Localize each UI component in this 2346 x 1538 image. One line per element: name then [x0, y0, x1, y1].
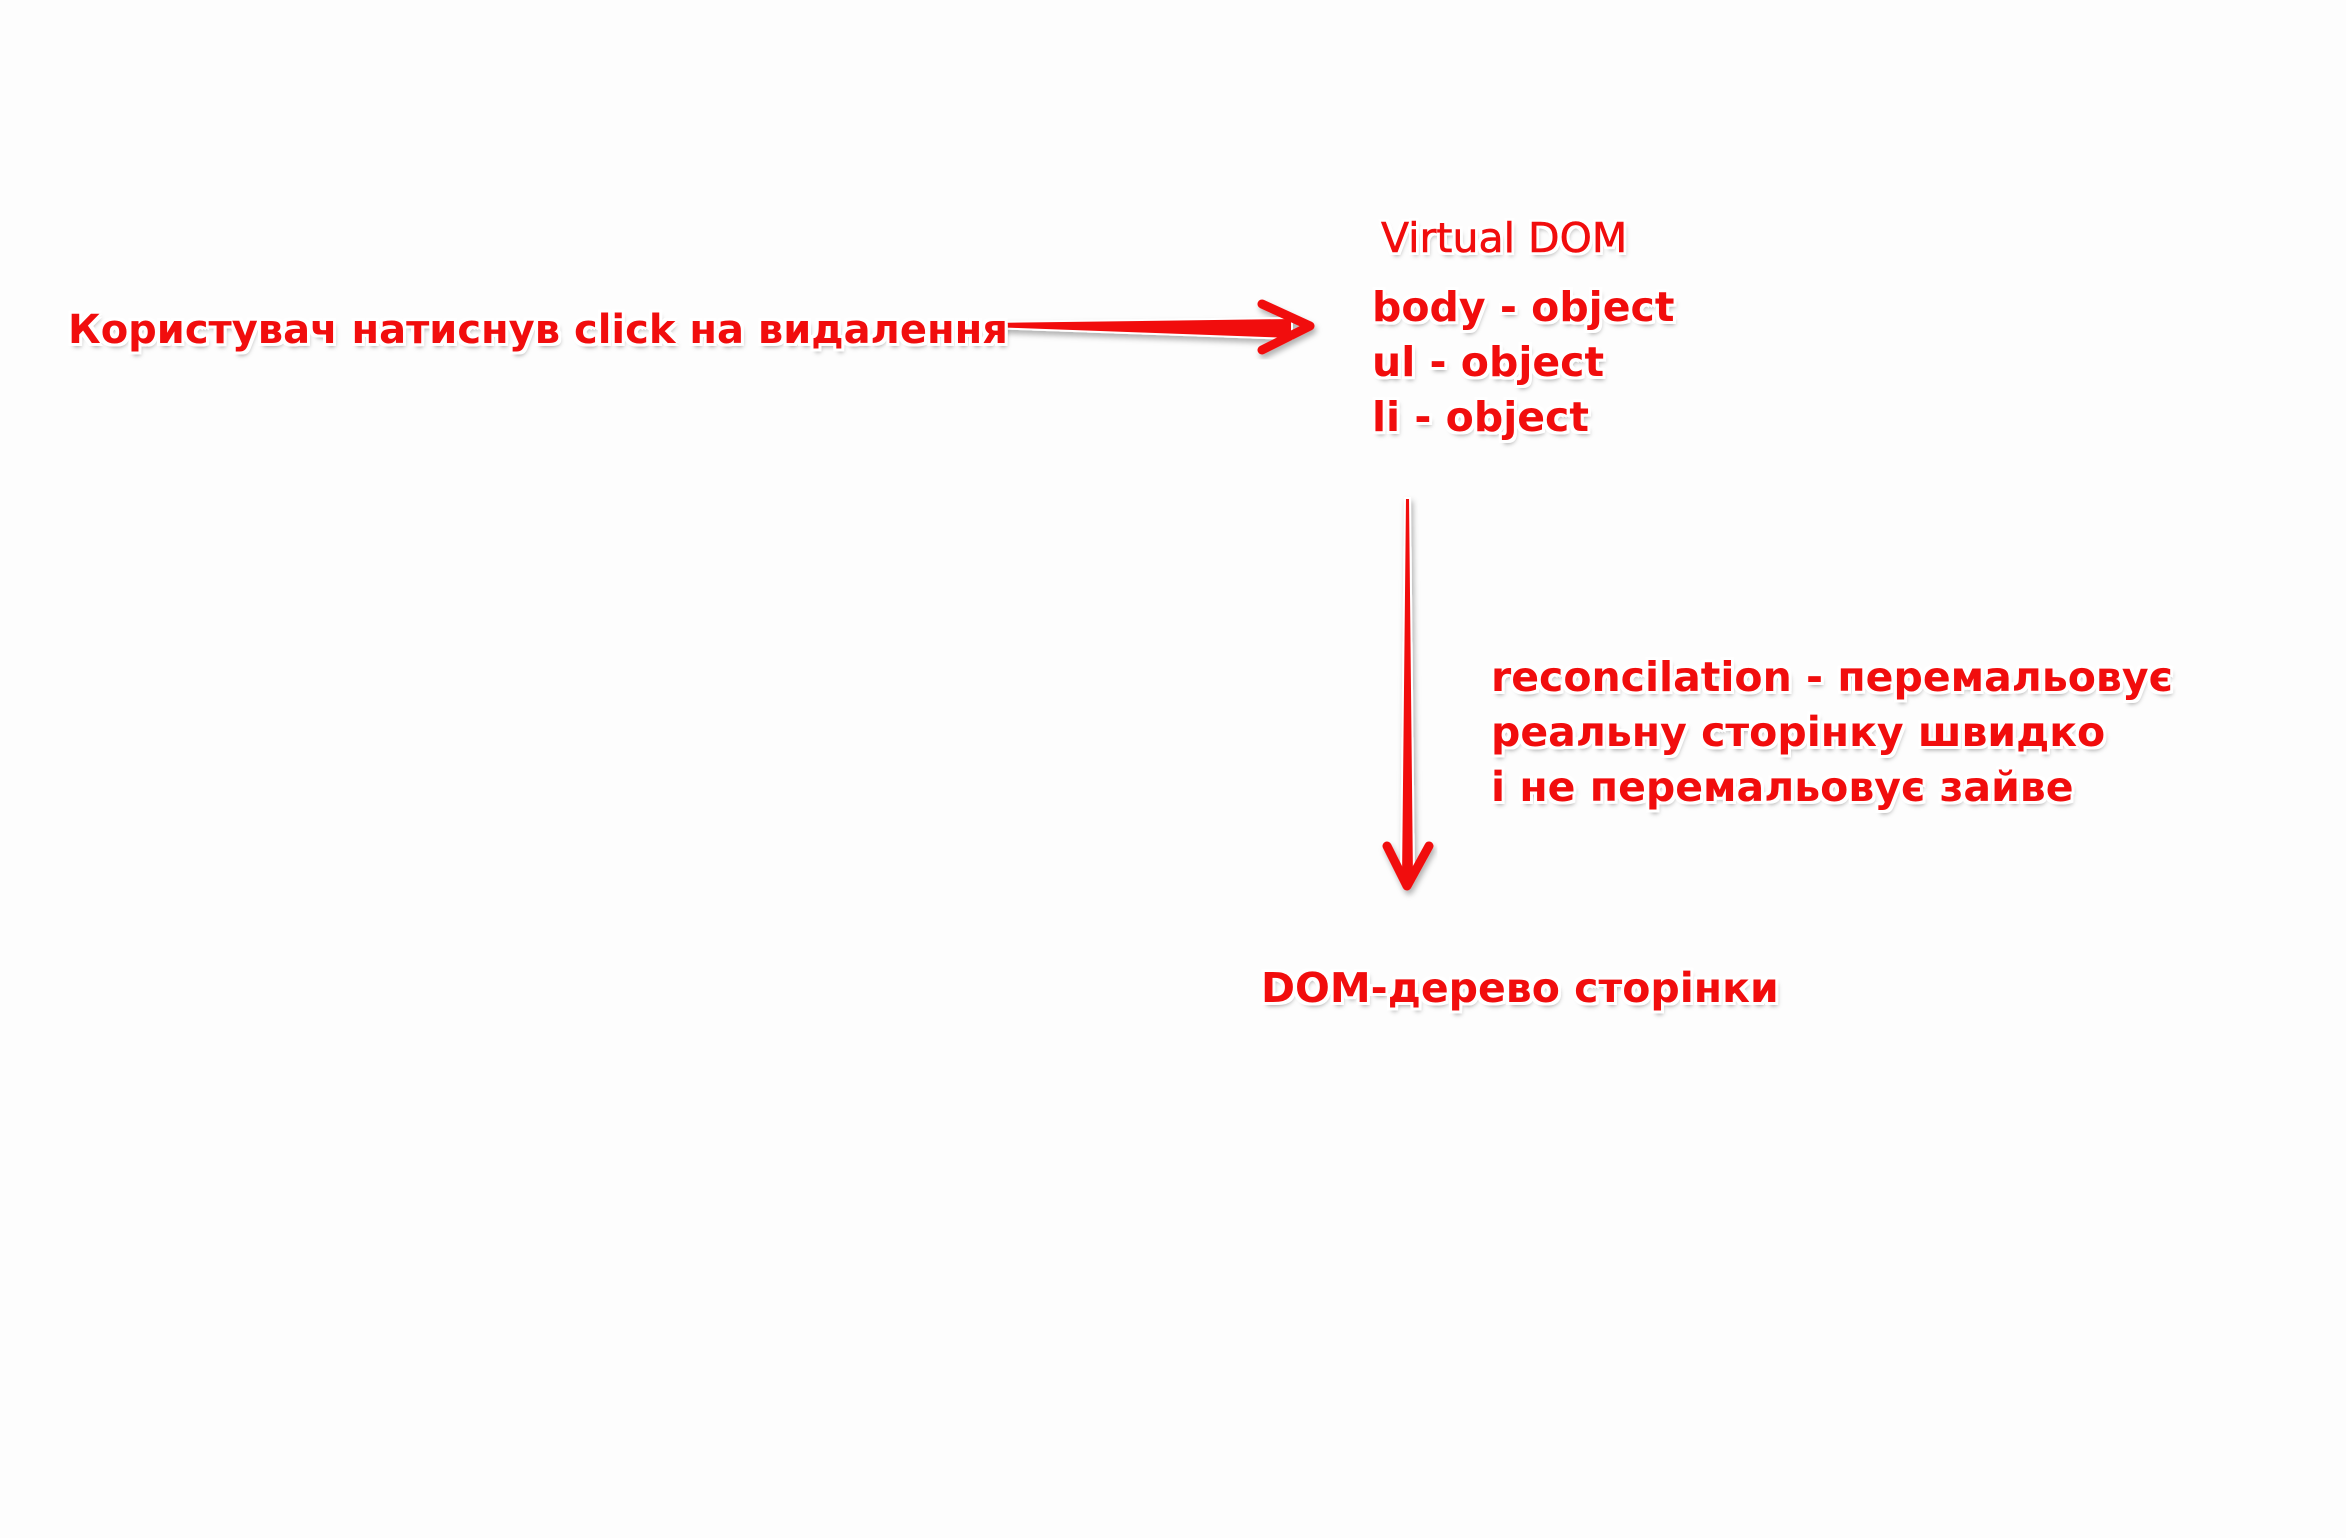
virtual-dom-item-li: li - object [1372, 393, 1589, 441]
arrow-right-icon [989, 299, 1315, 355]
reconciliation-line-3: і не перемальовує зайве [1491, 763, 2074, 811]
user-click-label: Користувач натиснув click на видалення [68, 307, 1008, 353]
virtual-dom-title: Virtual DOM [1381, 214, 1628, 263]
reconciliation-line-1: reconcilation - перемальовує [1491, 653, 2173, 701]
reconciliation-note: reconcilation - перемальовує реальну сто… [1491, 650, 2173, 815]
arrow-down-icon [1382, 497, 1434, 891]
virtual-dom-item-ul: ul - object [1372, 338, 1605, 386]
dom-tree-label: DOM-дерево сторінки [1261, 964, 1779, 1012]
virtual-dom-item-body: body - object [1372, 283, 1675, 331]
virtual-dom-list: body - object ul - object li - object [1372, 280, 1674, 445]
reconciliation-line-2: реальну сторінку швидко [1491, 708, 2106, 756]
